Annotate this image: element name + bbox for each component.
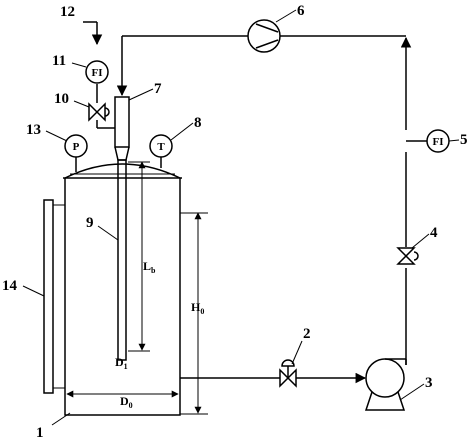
reactor-vessel	[63, 163, 182, 416]
d0-label: D0	[120, 394, 133, 410]
callout-10: 10	[54, 91, 69, 107]
pressure-gauge: P	[64, 134, 88, 172]
flow-indicator-right: FI	[406, 129, 450, 153]
flow-indicator-top: FI	[85, 60, 109, 84]
callout-7: 7	[154, 81, 162, 97]
svg-text:P: P	[73, 141, 80, 153]
callout-12: 12	[60, 4, 75, 20]
valve-10-icon	[88, 102, 110, 122]
inlet-line	[83, 21, 115, 129]
svg-text:FI: FI	[92, 67, 103, 79]
svg-text:T: T	[157, 141, 165, 153]
callout-4: 4	[430, 225, 438, 241]
d1-label: D1	[115, 355, 128, 371]
callout-13: 13	[26, 122, 41, 138]
callout-9: 9	[86, 215, 94, 231]
callout-11: 11	[52, 53, 66, 69]
leader-lines	[22, 9, 460, 426]
callout-14: 14	[2, 278, 18, 294]
callout-8: 8	[194, 115, 202, 131]
callout-2: 2	[303, 326, 311, 342]
dimension-lines	[66, 161, 208, 415]
valve-4-icon	[396, 247, 419, 265]
recirculation-piping	[116, 35, 412, 384]
lb-label: Lb	[143, 259, 156, 275]
callout-3: 3	[425, 375, 433, 391]
callout-5: 5	[460, 132, 468, 148]
compressor-icon	[247, 19, 281, 53]
svg-text:FI: FI	[433, 136, 444, 148]
callout-1: 1	[36, 425, 44, 439]
nozzle-assembly	[114, 96, 130, 361]
h0-label: H0	[191, 300, 204, 316]
valve-2-icon	[279, 359, 297, 388]
heating-jacket	[43, 199, 65, 394]
callout-6: 6	[297, 3, 305, 19]
temperature-gauge: T	[149, 134, 173, 168]
pump-icon	[364, 358, 407, 411]
